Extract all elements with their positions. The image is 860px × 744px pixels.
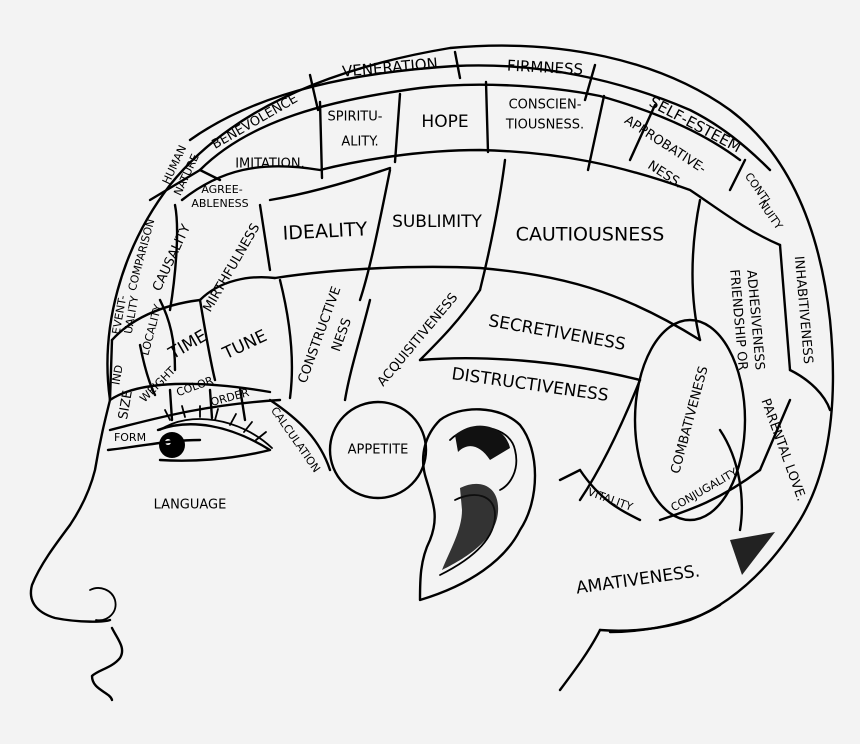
label-spirituality-1: SPIRITU- [328,110,383,125]
label-parental-love: PARENTAL LOVE. [757,397,808,504]
head-outline [29,44,835,702]
label-imitation: IMITATION. [235,157,305,172]
ear [418,408,537,602]
combativeness-region [633,318,747,522]
label-size: SIZE [116,389,136,420]
label-destructiveness: DISTRUCTIVENESS [450,364,609,406]
label-secretiveness: SECRETIVENESS [487,311,627,355]
label-vitality: VITALITY [586,485,635,513]
label-cautiousness: CAUTIOUSNESS [516,224,665,246]
label-conscientiousness-2: TIOUSNESS. [505,118,584,133]
shaded-patch [730,532,775,575]
label-acquisitiveness: ACQUISITIVENESS [375,290,462,389]
label-veneration: VENERATION [341,54,438,80]
label-amativeness: AMATIVENESS. [575,561,701,598]
label-benevolence: BENEVOLENCE [209,91,300,152]
label-agreeableness-1: AGREE- [201,183,242,196]
label-constructiveness-2: NESS [329,316,355,354]
label-inhabitiveness: INHABITIVENESS [791,255,815,364]
label-continuity-2: NUITY [756,197,786,232]
label-spirituality-2: ALITY. [341,135,378,150]
region-dividers [106,50,832,532]
label-firmness: FIRMNESS [507,57,584,79]
label-mirthfulness: MIRTHFULNESS [201,221,264,315]
label-appetite: APPETITE [348,443,409,458]
label-causality: CAUSALITY [150,222,194,293]
label-individuality: IND [109,364,125,386]
label-locality: LOCALITY [138,303,164,357]
label-agreeableness-2: ABLENESS [191,197,248,210]
label-sublimity: SUBLIMITY [392,212,482,232]
label-conscientiousness-1: CONSCIEN- [509,98,582,113]
label-approbativeness-2: NESS. [645,158,686,192]
ear-shading [442,425,510,570]
label-hope: HOPE [421,112,468,132]
label-form: FORM [114,431,146,444]
label-language: LANGUAGE [154,498,227,513]
appetite-region [328,400,428,500]
label-ideality: IDEALITY [282,218,368,244]
label-tune: TUNE [219,326,270,364]
label-combativeness: COMBATIVENESS [668,365,711,476]
